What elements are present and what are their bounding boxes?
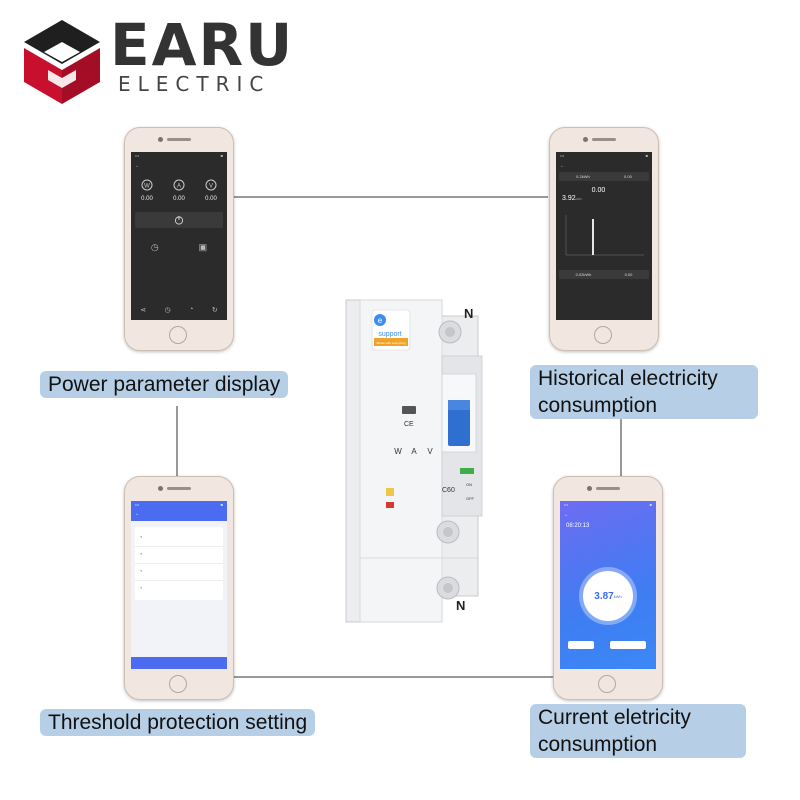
label-current-consumption: Current eletricity consumption [530,704,746,758]
home-button [169,675,187,693]
clock-icon[interactable]: ◷ [164,307,171,314]
power-screen: •••■ ← W 0.00 A 0.00 V 0.00 ◷ ▣ ⋖ ◷ [131,152,227,320]
current-date: 08:20:13 [566,523,590,529]
back-icon[interactable]: ← [564,512,569,518]
history-bar-chart [565,215,644,256]
breaker-toggle-lever[interactable] [448,400,470,446]
threshold-row-4[interactable]: ◔ [135,581,223,597]
connector-right-vertical [620,416,622,478]
power-toggle-button[interactable] [135,212,223,228]
back-icon[interactable]: ← [135,511,140,517]
brand-name: EARU [110,11,295,79]
breaker-rating: C60 [442,487,455,494]
power-icon [174,216,184,225]
power-value-w: 0.00 [141,196,153,202]
refresh-icon[interactable]: ↻ [211,307,218,314]
history-bar [592,219,594,255]
back-icon[interactable]: ← [135,163,140,169]
connector-top [232,196,548,198]
breaker-off-label: OFF [466,496,475,501]
svg-text:V: V [209,184,213,190]
mark-v: V [427,447,433,456]
connector-left-vertical [176,406,178,478]
alarm-icon[interactable]: ◔ [189,306,194,313]
threshold-screen: •••■ ← ◔ ◔ ◔ ◔ [131,501,227,669]
history-screen: •••■ ← 0.2kWh 0.00 3.92kWh 0.00 0.02kWh … [556,152,652,320]
power-meter-w: W 0.00 [141,178,153,202]
svg-text:A: A [177,184,181,190]
history-bottom-value-1: 0.02kWh [575,272,592,277]
mark-a: A [411,447,417,456]
home-button [169,326,187,344]
breaker-top-letter: N [464,306,473,321]
label-threshold-protection: Threshold protection setting [40,709,316,736]
mark-w: W [394,447,402,456]
breaker-on-label: ON [466,482,472,487]
power-value-v: 0.00 [205,196,217,202]
power-meter-v: V 0.00 [205,178,217,202]
circuit-breaker-device: e support Works with everything N CE W A… [345,299,483,623]
phone-power-parameters: •••■ ← W 0.00 A 0.00 V 0.00 ◷ ▣ ⋖ ◷ [124,127,234,351]
power-meter-a: A 0.00 [173,178,185,202]
watt-icon: W [141,179,153,191]
current-left-button[interactable] [568,641,594,649]
badge-text: support [378,331,401,338]
share-icon[interactable]: ⋖ [140,307,147,314]
gauge-unit: kWh [613,593,622,599]
timer-icon[interactable]: ◷ [150,242,159,252]
phone-threshold-setting: •••■ ← ◔ ◔ ◔ ◔ [124,476,234,700]
threshold-row-3[interactable]: ◔ [135,564,223,581]
phone-historical-consumption: •••■ ← 0.2kWh 0.00 3.92kWh 0.00 0.02kWh … [549,127,659,351]
label-historical-consumption: Historical electricity consumption [530,365,758,419]
threshold-row-2[interactable]: ◔ [135,547,223,564]
earu-logo-icon [24,20,100,104]
threshold-header: •••■ ← [131,501,227,521]
home-button [598,675,616,693]
schedule-icon[interactable]: ▣ [198,242,208,252]
threshold-icon-4: ◔ [139,586,143,592]
volt-icon: V [205,179,217,191]
ampere-icon: A [173,179,185,191]
history-main-reading: 3.92kWh [562,187,582,205]
gauge-value: 3.87 [594,590,614,602]
history-main-value: 3.92 [562,195,576,202]
history-top-value-2: 0.00 [624,174,632,179]
history-side-value: 0.00 [591,187,606,194]
history-main-unit: kWh [575,197,582,201]
history-bottom-value-2: 0.00 [624,272,633,277]
label-power-parameter-display: Power parameter display [40,371,289,398]
current-right-button[interactable] [610,641,646,649]
back-icon[interactable]: ← [560,163,565,169]
svg-text:W: W [144,184,150,190]
threshold-row-1[interactable]: ◔ [135,530,223,547]
connector-bottom [232,676,554,678]
threshold-icon-3: ◔ [139,569,143,575]
brand-subtitle: ELECTRIC [118,72,271,96]
history-top-value-1: 0.2kWh [576,174,590,179]
power-value-a: 0.00 [173,196,185,202]
threshold-icon-2: ◔ [139,552,143,558]
ce-mark: CE [404,421,414,428]
home-button [594,326,612,344]
badge-e-letter: e [378,316,383,325]
threshold-confirm-button[interactable] [131,657,227,669]
breaker-bottom-letter: N [456,598,465,613]
badge-sub-text: Works with everything [376,341,406,345]
threshold-icon-1: ◔ [139,535,143,541]
